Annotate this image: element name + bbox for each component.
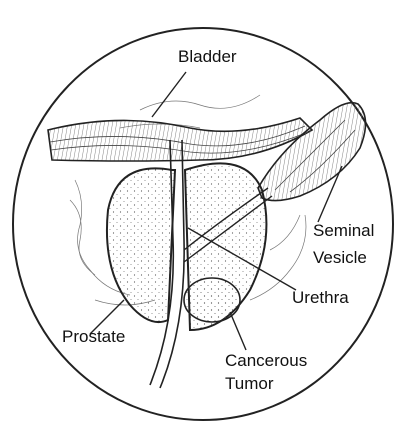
bladder-shape <box>48 118 312 161</box>
seminal-vesicle-shape <box>258 103 366 201</box>
label-prostate: Prostate <box>62 326 125 347</box>
prostate-left-lobe <box>107 168 175 322</box>
label-cancerous: Cancerous <box>225 350 307 371</box>
leader-tumor <box>230 312 246 350</box>
label-vesicle: Vesicle <box>313 247 367 268</box>
label-urethra: Urethra <box>292 287 349 308</box>
label-tumor: Tumor <box>225 373 274 394</box>
label-bladder: Bladder <box>178 46 237 67</box>
leader-bladder <box>152 72 186 117</box>
label-seminal: Seminal <box>313 220 374 241</box>
